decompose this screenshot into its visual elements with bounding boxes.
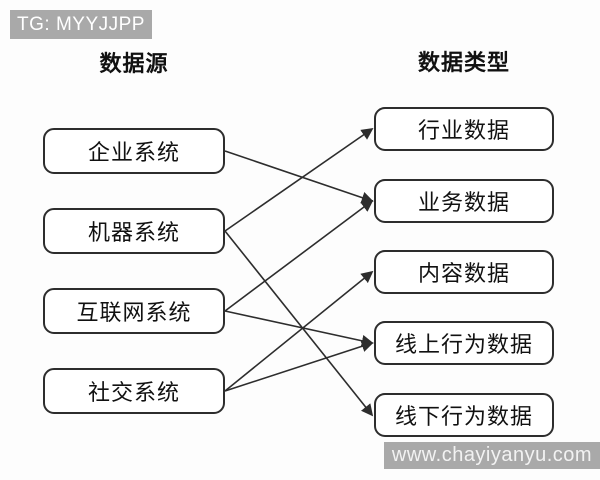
source-node-internet-system: 互联网系统: [43, 288, 225, 334]
source-node-social-system: 社交系统: [43, 368, 225, 414]
node-label: 互联网系统: [76, 300, 192, 325]
node-label: 线上行为数据: [394, 332, 533, 357]
node-label: 社交系统: [87, 380, 180, 405]
watermark-text-top: TG: MYYJJPP: [17, 13, 145, 35]
connection-machine-system-to-offline-behavior-data: [224, 230, 374, 417]
column-header-data-sources: 数据源: [99, 51, 169, 76]
connection-social-system-to-online-behavior-data: [224, 340, 374, 392]
node-label: 企业系统: [87, 140, 180, 165]
watermark-banner-top: TG: MYYJJPP: [10, 10, 152, 39]
node-label: 线下行为数据: [394, 404, 533, 429]
node-label: 行业数据: [417, 118, 510, 143]
type-node-business-data: 业务数据: [374, 179, 554, 223]
source-node-enterprise-system: 企业系统: [43, 128, 225, 174]
node-label: 内容数据: [417, 261, 510, 286]
type-node-offline-behavior-data: 线下行为数据: [374, 393, 554, 437]
type-node-industry-data: 行业数据: [374, 107, 554, 151]
node-label: 业务数据: [417, 190, 510, 215]
node-label: 机器系统: [87, 220, 180, 245]
connection-machine-system-to-industry-data: [224, 127, 374, 232]
column-header-data-types: 数据类型: [417, 50, 510, 75]
source-node-machine-system: 机器系统: [43, 208, 225, 254]
connection-internet-system-to-business-data: [224, 199, 374, 312]
watermark-text-bottom: www.chayiyanyu.com: [391, 444, 593, 466]
connection-internet-system-to-online-behavior-data: [224, 310, 374, 347]
connection-enterprise-system-to-business-data: [224, 150, 374, 204]
type-node-content-data: 内容数据: [374, 250, 554, 294]
watermark-banner-bottom: www.chayiyanyu.com: [384, 442, 600, 469]
connection-social-system-to-content-data: [224, 270, 374, 392]
type-node-online-behavior-data: 线上行为数据: [374, 321, 554, 365]
